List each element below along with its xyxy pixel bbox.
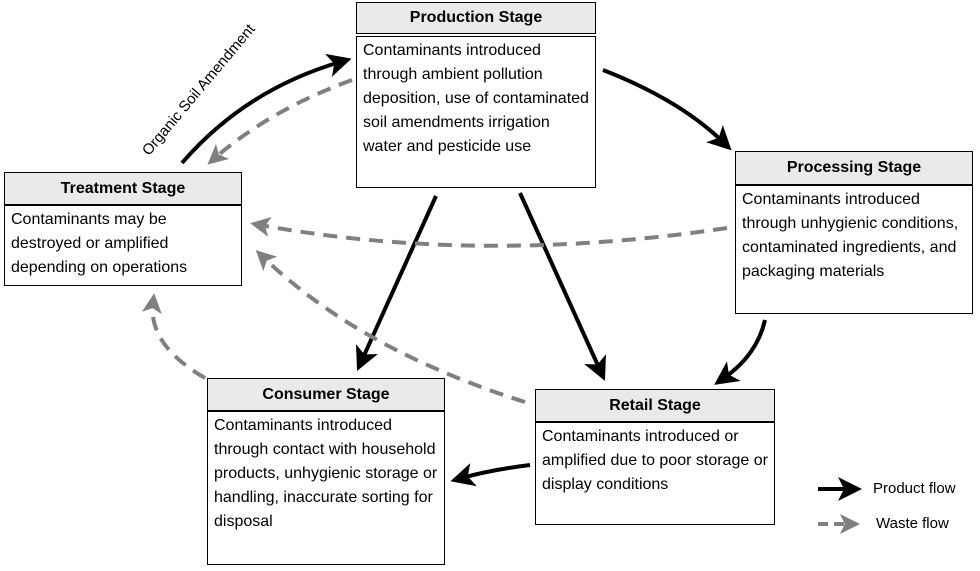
legend-waste-label: Waste flow	[876, 515, 949, 532]
product-arrow-production-to-consumer	[355, 195, 438, 371]
processing-stage-title: Processing Stage	[735, 151, 973, 185]
treatment-stage: Treatment Stage Contaminants may be dest…	[4, 172, 242, 286]
production-stage-description: Contaminants introduced through ambient …	[356, 36, 596, 188]
treatment-stage-description: Contaminants may be destroyed or amplifi…	[4, 205, 242, 286]
retail-stage-title: Retail Stage	[535, 389, 775, 422]
processing-stage: Processing Stage Contaminants introduced…	[735, 151, 973, 314]
legend-product-label: Product flow	[873, 480, 956, 497]
product-arrow-production-to-retail	[518, 192, 606, 381]
treatment-stage-title: Treatment Stage	[4, 172, 242, 205]
consumer-stage-title: Consumer Stage	[207, 378, 445, 411]
processing-stage-description: Contaminants introduced through unhygien…	[735, 185, 973, 314]
product-arrow-production-to-processing	[602, 68, 732, 151]
waste-arrow-production-to-treatment	[207, 78, 353, 165]
waste-arrow-processing-to-treatment	[250, 216, 728, 248]
retail-stage: Retail Stage Contaminants introduced or …	[535, 389, 775, 525]
consumer-stage-description: Contaminants introduced through contact …	[207, 411, 445, 565]
retail-stage-description: Contaminants introduced or amplified due…	[535, 422, 775, 525]
production-stage-title: Production Stage	[356, 2, 596, 34]
product-arrow-retail-to-consumer	[450, 463, 531, 487]
waste-arrow-consumer-to-treatment	[141, 293, 207, 380]
production-stage: Production Stage Contaminants introduced…	[356, 2, 596, 188]
waste-arrow-retail-to-treatment	[255, 250, 526, 404]
product-arrow-treatment-to-production	[180, 53, 352, 165]
consumer-stage: Consumer Stage Contaminants introduced t…	[207, 378, 445, 565]
product-arrow-processing-to-retail	[714, 319, 767, 385]
